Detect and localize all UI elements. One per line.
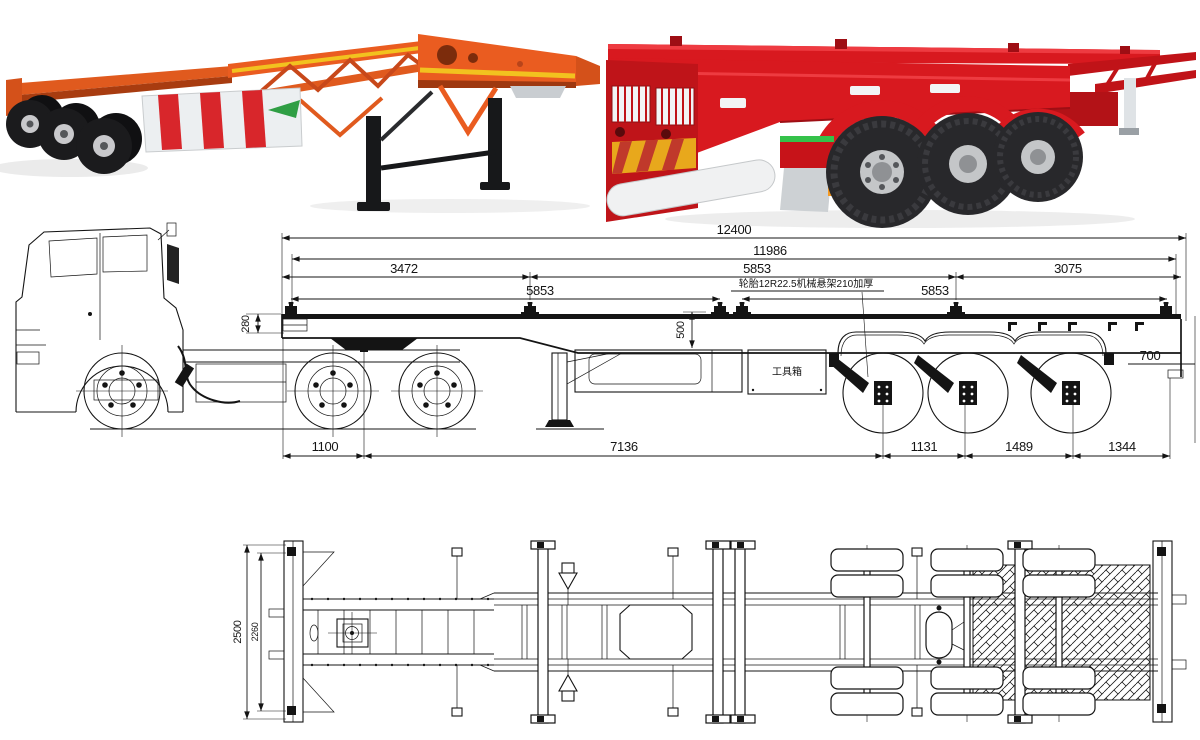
trailer-side-profile: 工具箱 <box>281 302 1184 434</box>
height-dimensions: 280 500 700 <box>240 311 1195 365</box>
fifth-wheel <box>330 338 418 350</box>
length-dimensions: 12400 11986 3472 5853 3075 5853 5853 <box>281 222 1187 302</box>
dim-inner-width: 2260 <box>250 622 260 641</box>
marker-pins <box>451 547 923 717</box>
dim-frame-length: 11986 <box>753 243 787 258</box>
landing-gear-plan <box>558 562 578 702</box>
wheel-group <box>826 112 1083 228</box>
dim-front-container-span: 5853 <box>526 283 554 298</box>
lock-beams <box>530 540 1033 724</box>
rear-guard-grilles <box>611 85 695 126</box>
gooseneck-plan <box>309 597 490 667</box>
axles-plan <box>830 545 1096 722</box>
truss-braces <box>256 52 430 96</box>
dim-rear-section: 3075 <box>1054 261 1082 276</box>
tire-note: 轮胎12R22.5机械悬架210加厚 <box>731 277 884 378</box>
dim-mid-frame-depth: 500 <box>675 321 687 339</box>
orange-trailer-photo <box>0 0 600 215</box>
truck-wheels <box>76 345 483 437</box>
dim-middle-section: 5853 <box>743 261 771 276</box>
crossmembers <box>521 604 921 660</box>
axle-dimensions: 1100 7136 1131 1489 1344 <box>282 439 1171 459</box>
landing-gear <box>357 90 510 211</box>
landing-gear-leg <box>1124 78 1136 130</box>
wheel-group <box>6 95 142 174</box>
rear-bolster <box>1152 540 1187 723</box>
tire-note-text: 轮胎12R22.5机械悬架210加厚 <box>739 277 874 290</box>
trailer-axles <box>829 352 1114 434</box>
dim-neck-depth: 280 <box>240 315 252 333</box>
width-dimensions: 2500 2260 <box>232 544 286 720</box>
orange-trailer-illustration <box>0 34 600 213</box>
dim-kingpin-to-first-axle: 7136 <box>610 439 638 454</box>
air-hose <box>177 345 241 404</box>
dim-axle-spacing-2: 1489 <box>1005 439 1033 454</box>
twist-locks <box>285 302 1172 315</box>
dim-rear-frame-depth: 700 <box>1140 348 1161 363</box>
front-bolster <box>268 540 335 723</box>
mudflap <box>780 168 832 212</box>
top-view-drawing: 2500 2260 <box>0 512 1200 740</box>
dim-rear-overhang: 1344 <box>1108 439 1136 454</box>
brand-mark <box>268 100 300 118</box>
landing-gear-side <box>545 352 623 427</box>
dim-front-section: 3472 <box>390 261 418 276</box>
red-trailer-illustration <box>606 36 1196 228</box>
dim-overall-length: 12400 <box>717 222 752 237</box>
dim-front-to-kingpin: 1100 <box>312 439 339 454</box>
air-tank <box>925 611 953 659</box>
hazard-stripe <box>612 138 696 174</box>
fender <box>837 331 1107 354</box>
rear-bumper-board <box>141 87 303 153</box>
lashing-hooks <box>1008 322 1144 331</box>
red-trailer-photo <box>600 0 1200 232</box>
dim-axle-spacing-1: 1131 <box>911 439 938 454</box>
toolbox-label: 工具箱 <box>772 365 802 378</box>
truck-tractor <box>15 222 604 437</box>
side-view-drawing: 12400 11986 3472 5853 3075 5853 5853 轮胎1… <box>0 222 1200 490</box>
rear-bumper-tube <box>606 159 776 217</box>
dim-overall-width: 2500 <box>232 620 244 643</box>
dim-rear-container-span: 5853 <box>921 283 949 298</box>
toolbox: 工具箱 <box>747 349 827 395</box>
